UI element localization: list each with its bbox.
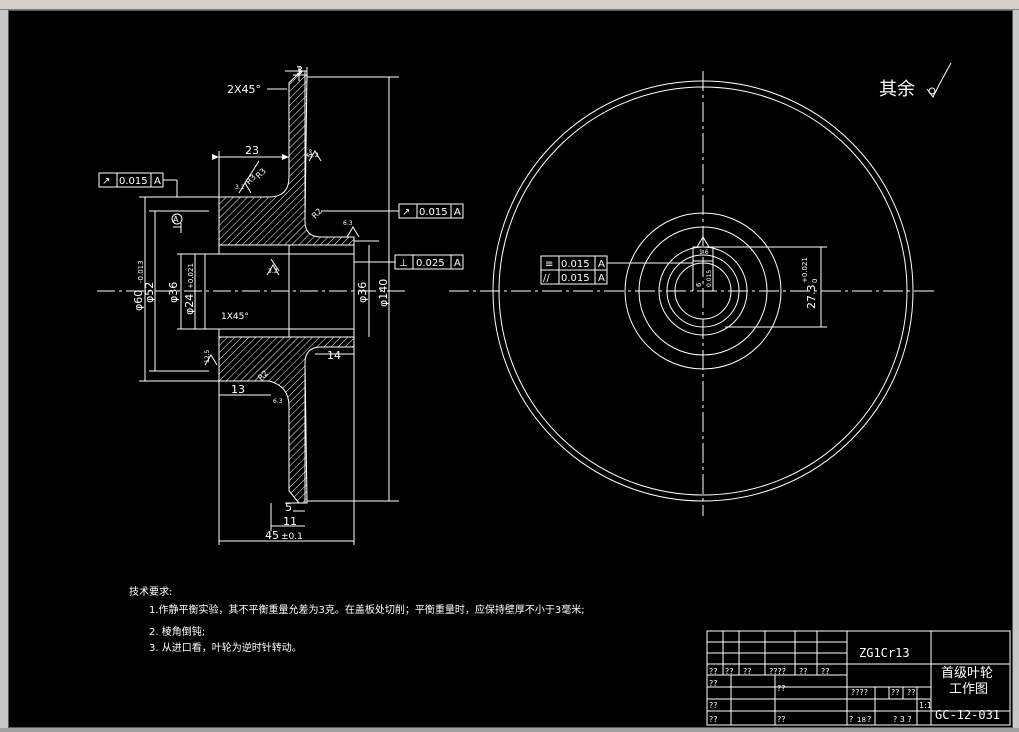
- tb-cell: ??: [777, 715, 786, 724]
- tol3-symbol: ⊥: [399, 258, 408, 269]
- roughness-1: 3.2: [235, 184, 245, 191]
- tb-cell: ??: [777, 684, 786, 693]
- tol2-symbol: ↗: [402, 207, 410, 218]
- tb-cell: ??: [821, 667, 830, 676]
- tol1-symbol: ↗: [102, 176, 110, 187]
- part-name-line1: 首级叶轮: [941, 666, 993, 681]
- tb-cell: ????: [769, 667, 786, 676]
- front-texts: 其余 27.3 +0.021 0 6 0.015 ≡ 0.015 A // 0.…: [543, 79, 915, 309]
- outer-circle-inner: [498, 86, 908, 496]
- dim-phi52: φ52: [143, 282, 156, 303]
- tb-cell: ??: [709, 667, 718, 676]
- dim-11: 11: [283, 515, 297, 528]
- dim-3: 3: [296, 64, 303, 77]
- dim-phi60-tol: -0.013: [137, 260, 145, 283]
- dim-keyway: 27.3: [805, 285, 818, 310]
- remaining-roughness-label: 其余: [879, 79, 915, 100]
- dim-5: 5: [285, 501, 292, 514]
- dim-keyway-sub: 0: [811, 279, 819, 283]
- material: ZG1Cr13: [859, 646, 910, 660]
- title-block-texts: ZG1Cr13 首级叶轮 工作图 GC-12-031 1:1 ?? ?? ? ? …: [709, 646, 1000, 724]
- dim-phi36-right: φ36: [356, 282, 369, 303]
- tb-cell: 18: [857, 716, 866, 724]
- dim-phi36-left: φ36: [167, 282, 180, 303]
- status-strip: [0, 728, 1019, 732]
- hub-circle-2: [638, 226, 768, 356]
- keyway: [692, 246, 714, 262]
- tb-cell: ??: [891, 688, 900, 697]
- dim-phi60: φ60: [132, 290, 145, 311]
- tb-cell: ? 3 ?: [893, 715, 912, 724]
- tb-cell: ????: [851, 688, 868, 697]
- dim-phi24-tol: +0.021: [187, 263, 195, 289]
- roughness-3: 3.2: [268, 268, 278, 275]
- ftol2-datum: A: [598, 273, 605, 284]
- title-block: [706, 630, 1011, 726]
- roughness-2: 6.3: [343, 220, 353, 227]
- dim-chamfer-bore: 1X45°: [221, 312, 249, 322]
- dim-r2: R2: [310, 207, 324, 221]
- tb-cell: ??: [907, 688, 916, 697]
- roughness-5: 3.2: [309, 152, 319, 159]
- dim-13: 13: [231, 383, 245, 396]
- ftol1-datum: A: [598, 259, 605, 270]
- hub-section-top: [218, 70, 355, 246]
- tech-item-2: 2. 棱角倒钝;: [149, 625, 205, 638]
- ftol1-value: 0.015: [561, 259, 590, 270]
- section-dimensions: 2X45° 3 23 R3 R3 R2 R2 5° φ60 -0.013 φ52…: [102, 64, 461, 542]
- scale: 1:1: [919, 701, 932, 710]
- dim-14: 14: [327, 349, 341, 362]
- bore-inner: [674, 262, 732, 320]
- tb-cell: ??: [709, 701, 718, 710]
- front-roughness-1: 1.6: [699, 249, 709, 256]
- dim-23: 23: [245, 144, 259, 157]
- section-view: [97, 67, 464, 545]
- dim-chamfer-top: 2X45°: [227, 83, 261, 96]
- tol3-value: 0.025: [416, 258, 445, 269]
- tb-cell: ?: [849, 715, 853, 724]
- dim-phi24: φ24: [183, 294, 196, 315]
- ftol1-symbol: ≡: [545, 259, 553, 270]
- tb-cell: ??: [799, 667, 808, 676]
- cad-drawing: 2X45° 3 23 R3 R3 R2 R2 5° φ60 -0.013 φ52…: [97, 62, 1011, 726]
- tb-cell: ??: [709, 679, 718, 688]
- tol1-value: 0.015: [119, 176, 148, 187]
- tb-cell: ??: [725, 667, 734, 676]
- datum-label: A: [173, 215, 179, 224]
- dim-45: 45: [265, 529, 279, 542]
- roughness-4: 12.5: [204, 349, 211, 363]
- dim-phi140: φ140: [377, 279, 390, 307]
- dim-45-tol: ±0.1: [281, 532, 303, 542]
- tol2-datum: A: [454, 207, 461, 218]
- part-name-line2: 工作图: [949, 682, 988, 697]
- dim-angle-5: 5°: [305, 148, 317, 160]
- roughness-6: 6.3: [273, 398, 283, 405]
- front-view: [449, 62, 952, 516]
- dim-keyway-tol: +0.021: [801, 257, 809, 283]
- dim-key-width: 6: [695, 282, 703, 287]
- tech-title: 技术要求:: [129, 585, 172, 598]
- dim-key-tol: 0.015: [706, 270, 713, 287]
- tb-cell: ??: [709, 715, 718, 724]
- toolbar-strip: [0, 0, 1019, 10]
- drawing-number: GC-12-031: [935, 708, 1000, 722]
- tol2-value: 0.015: [419, 207, 448, 218]
- tech-item-1: 1.作静平衡实验，其不平衡重量允差为3克。在盖板处切削；平衡重量时，应保持壁厚不…: [149, 603, 585, 616]
- tech-requirements: 技术要求: 1.作静平衡实验，其不平衡重量允差为3克。在盖板处切削；平衡重量时，…: [129, 585, 585, 654]
- tol1-datum: A: [154, 176, 161, 187]
- ftol2-value: 0.015: [561, 273, 590, 284]
- tb-cell: ?: [867, 715, 871, 724]
- drawing-canvas[interactable]: 2X45° 3 23 R3 R3 R2 R2 5° φ60 -0.013 φ52…: [8, 10, 1013, 728]
- bore-circle: [666, 254, 740, 328]
- tol3-datum: A: [454, 258, 461, 269]
- tech-item-3: 3. 从进口看，叶轮为逆时针转动。: [149, 641, 302, 654]
- ftol2-symbol: //: [543, 273, 550, 284]
- outer-circle: [492, 80, 914, 502]
- hub-circle-1: [624, 212, 782, 370]
- tb-cell: ??: [743, 667, 752, 676]
